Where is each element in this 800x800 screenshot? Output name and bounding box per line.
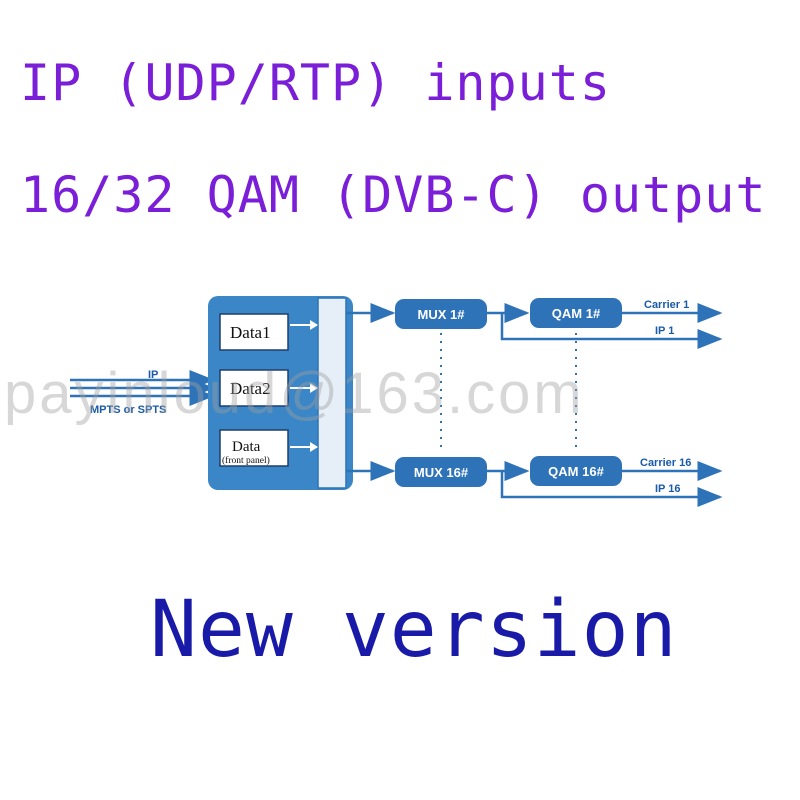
input-label-mpts: MPTS or SPTS	[90, 404, 166, 416]
data-box-1	[219, 313, 289, 351]
qam-1-box	[530, 298, 622, 328]
qam-16-box	[530, 456, 622, 486]
mux-16-box	[395, 457, 487, 487]
watermark: payinloud@163.com	[4, 361, 585, 426]
headline-output: 16/32 QAM (DVB-C) output	[20, 166, 767, 224]
ip-1-label: IP 1	[655, 325, 674, 337]
data-box-2-label: Data2	[230, 379, 271, 398]
ip-16-branch	[500, 471, 723, 507]
mux-1-label: MUX 1#	[418, 307, 466, 322]
new-version-title: New version	[150, 585, 678, 675]
data-box-3	[219, 429, 289, 467]
ip-1-branch	[500, 313, 723, 349]
combiner-bar	[317, 297, 347, 489]
qam-16-label: QAM 16#	[548, 464, 604, 479]
block-diagram: IP MPTS or SPTS Data1 Data2 Data (front …	[70, 296, 723, 507]
input-arrows	[70, 370, 215, 406]
ip-16-label: IP 16	[655, 483, 681, 495]
carrier-16-label: Carrier 16	[640, 457, 691, 469]
data-box-3-label: Data	[232, 439, 261, 455]
data-box-1-label: Data1	[230, 323, 271, 342]
data-box-3-sublabel: (front panel)	[222, 455, 270, 466]
carrier-1-label: Carrier 1	[644, 299, 689, 311]
data-box-2	[219, 369, 289, 407]
qam-1-label: QAM 1#	[552, 306, 601, 321]
mux-1-box	[395, 299, 487, 329]
input-label-ip: IP	[148, 369, 158, 381]
headline-inputs: IP (UDP/RTP) inputs	[20, 54, 611, 112]
mux-16-label: MUX 16#	[414, 465, 469, 480]
